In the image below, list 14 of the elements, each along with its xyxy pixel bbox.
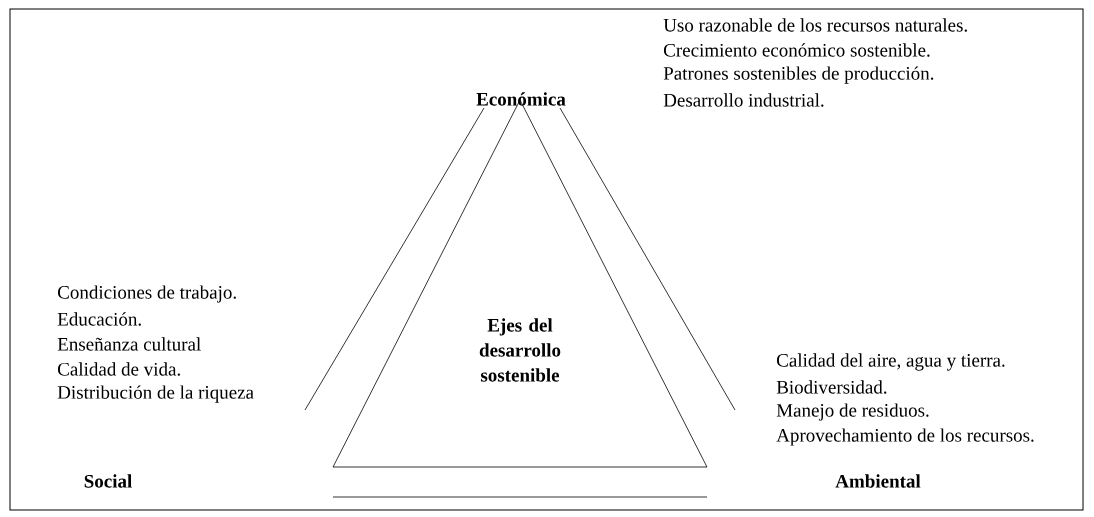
list-item: Crecimiento económico sostenible.: [664, 43, 930, 57]
axis-heading: Social: [84, 474, 132, 488]
list-item: Condiciones de trabajo.: [58, 285, 236, 303]
list-item: Biodiversidad.: [776, 380, 887, 394]
list-item: Distribución de la riqueza: [57, 385, 254, 403]
list-item: Uso razonable de los recursos naturales.: [663, 18, 967, 32]
axis-heading: Ambiental: [835, 474, 921, 488]
list-item: Manejo de residuos.: [776, 403, 929, 421]
list-item: Aprovechamiento de los recursos.: [776, 428, 1034, 446]
list-item: Patrones sostenibles de producción.: [663, 66, 934, 84]
list-item: Enseñanza cultural: [57, 337, 201, 351]
list-item: Educación.: [57, 312, 141, 326]
list-item: Calidad del aire, agua y tierra.: [777, 353, 1005, 371]
list-item: Calidad de vida.: [58, 362, 180, 376]
